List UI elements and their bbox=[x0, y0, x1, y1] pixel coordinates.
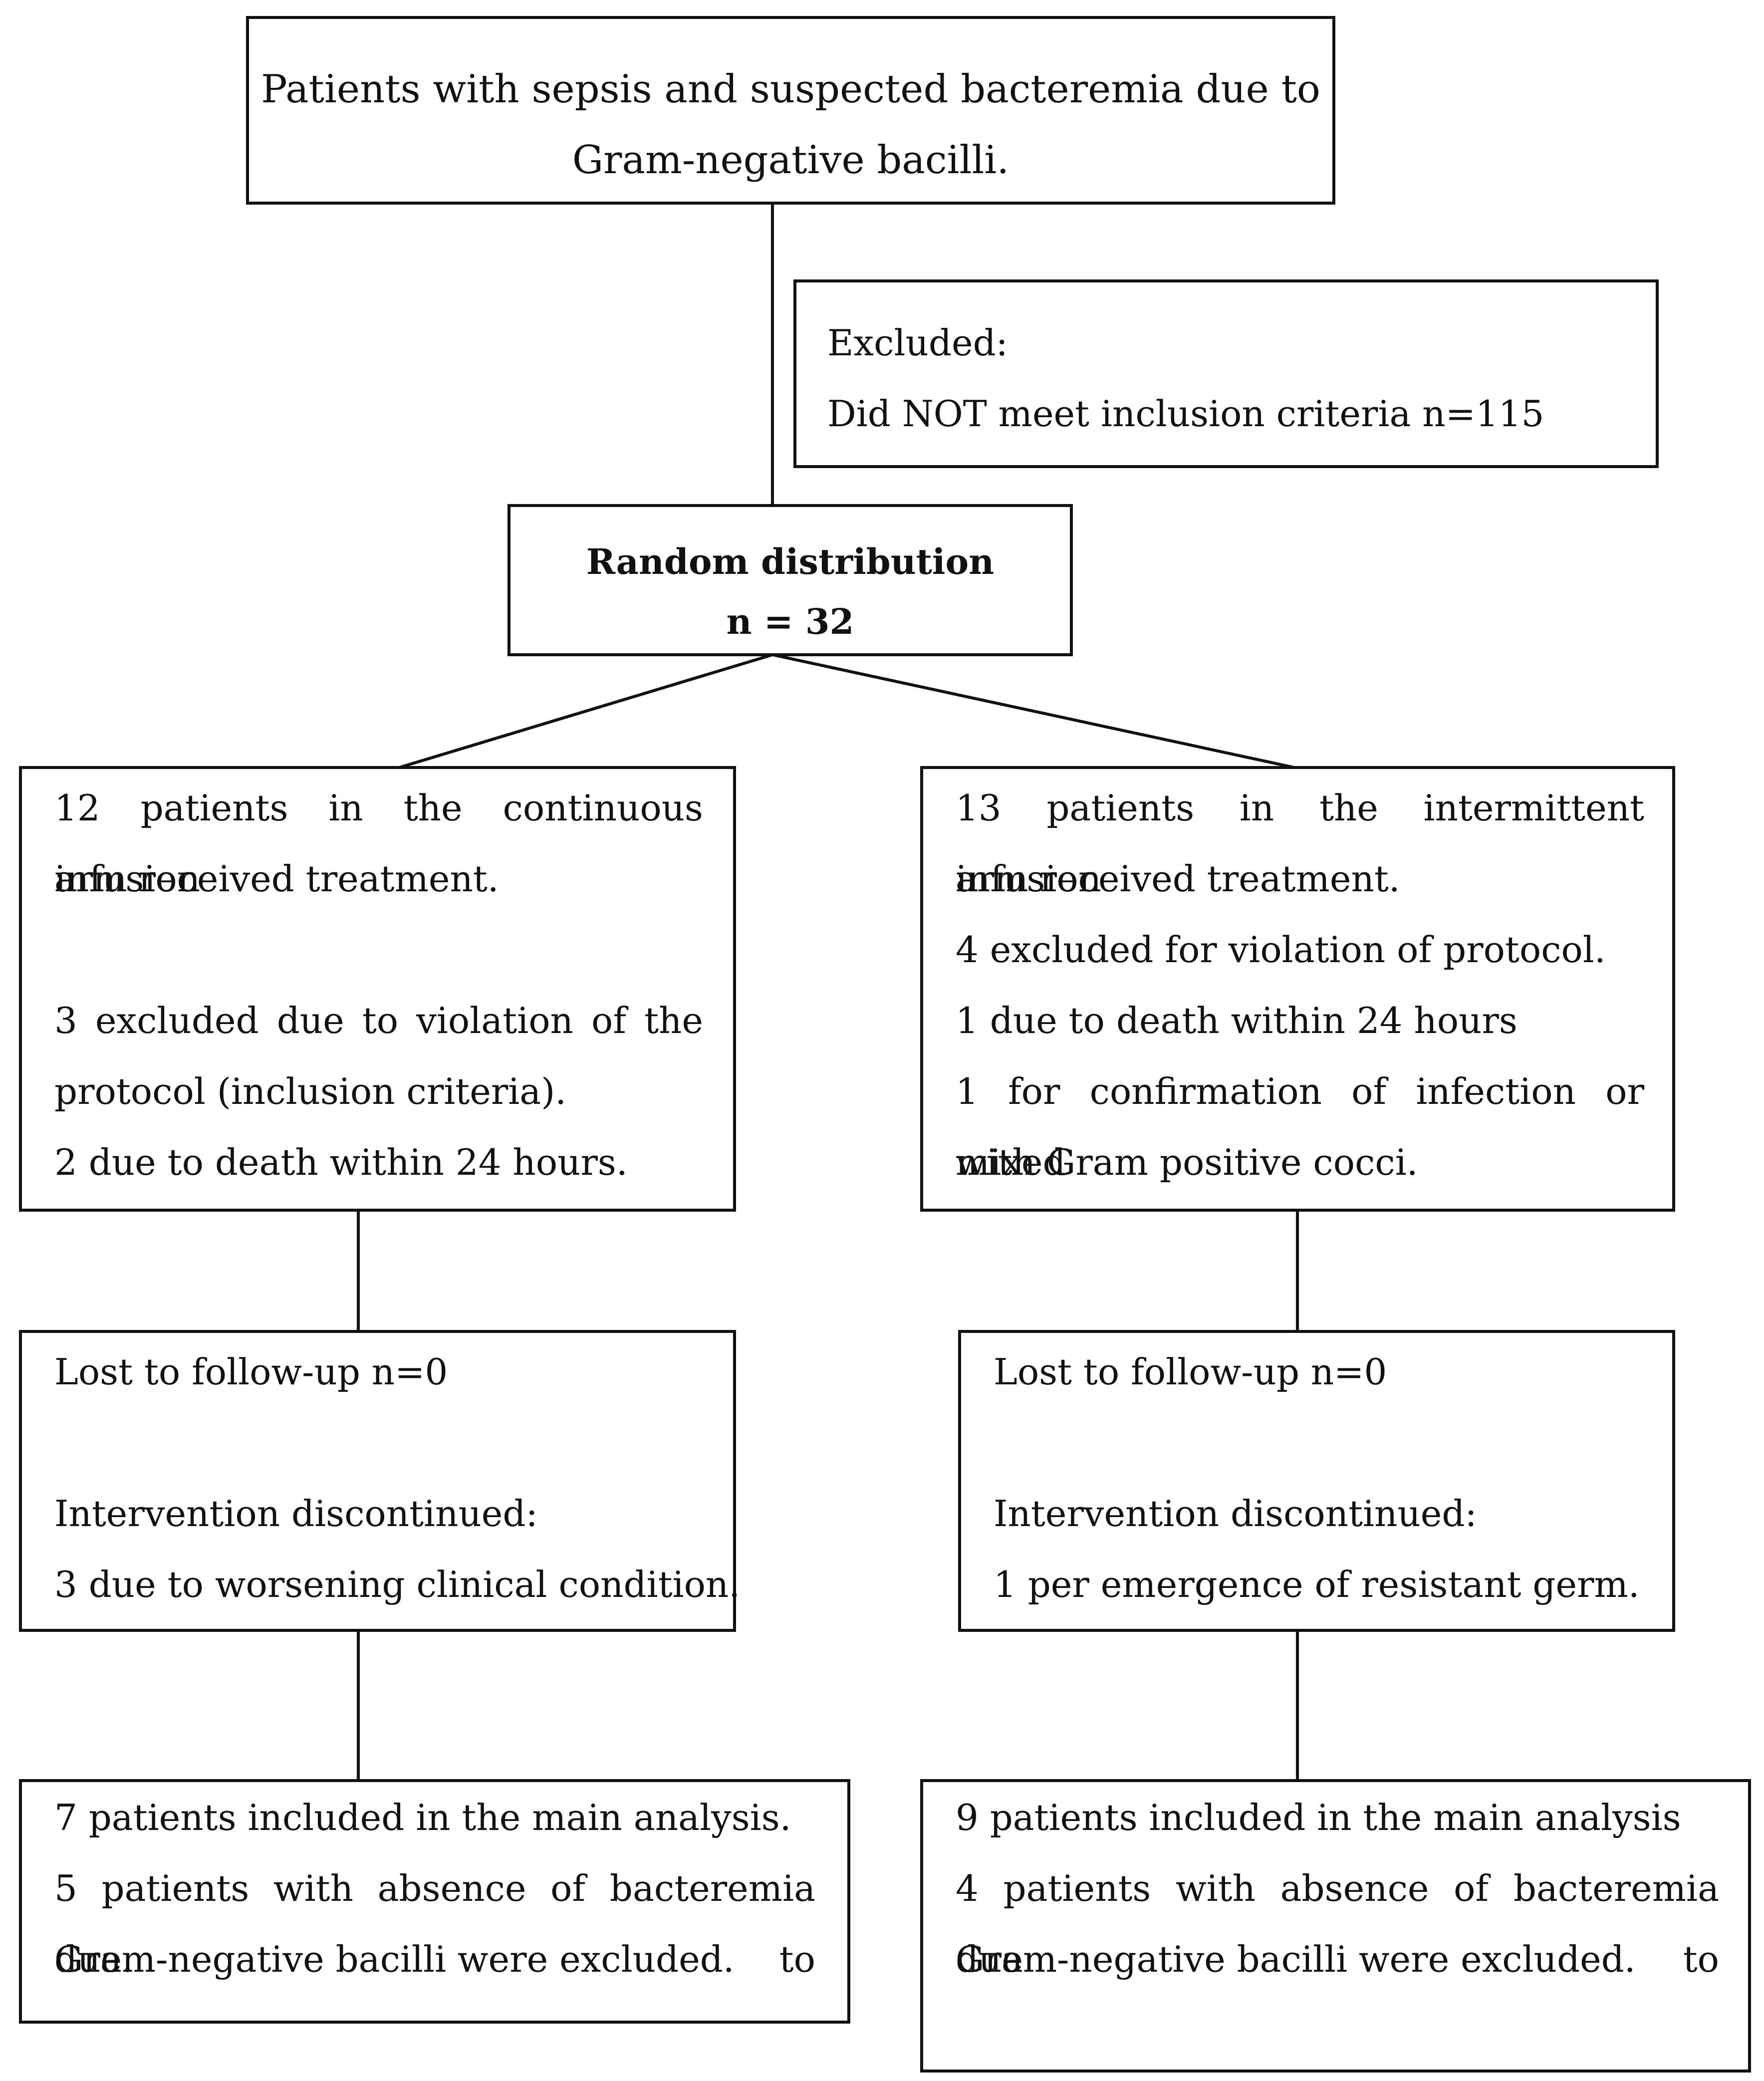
right-analysis-line-2: 4 patients with absence of bacteremia du… bbox=[956, 1867, 1719, 1980]
left-followup-lost: Lost to follow-up n=0 bbox=[54, 1351, 448, 1393]
left-followup-reason: 3 due to worsening clinical condition. bbox=[54, 1563, 741, 1605]
connector-random-to-left bbox=[399, 653, 773, 769]
right-followup-discontinued: Intervention discontinued: bbox=[994, 1493, 1477, 1535]
randomization-count: n = 32 bbox=[726, 601, 854, 642]
enrollment-box: Patients with sepsis and suspected bacte… bbox=[246, 16, 1335, 205]
right-followup-reason: 1 per emergence of resistant germ. bbox=[994, 1563, 1640, 1605]
right-allocation-line-4: 1 due to death within 24 hours bbox=[956, 1000, 1517, 1041]
left-allocation-box: 12 patients in the continuous infusion a… bbox=[19, 766, 736, 1212]
enrollment-line-1: Patients with sepsis and suspected bacte… bbox=[261, 67, 1320, 112]
left-analysis-line-2: 5 patients with absence of bacteremia du… bbox=[54, 1867, 815, 1980]
right-allocation-line-3: 4 excluded for violation of protocol. bbox=[956, 929, 1606, 971]
excluded-box: Excluded: Did NOT meet inclusion criteri… bbox=[793, 279, 1659, 468]
left-followup-box: Lost to follow-up n=0 Intervention disco… bbox=[19, 1330, 740, 1632]
left-allocation-line-2: arm received treatment. bbox=[54, 858, 499, 900]
right-allocation-box: 13 patients in the intermittent infusion… bbox=[920, 766, 1675, 1212]
right-analysis-line-1: 9 patients included in the main analysis bbox=[956, 1797, 1681, 1838]
randomization-title: Random distribution bbox=[586, 541, 995, 582]
right-analysis-line-3: Gram-negative bacilli were excluded. bbox=[956, 1938, 1636, 1980]
left-analysis-box: 7 patients included in the main analysis… bbox=[19, 1779, 850, 2024]
excluded-heading: Excluded: bbox=[827, 322, 1008, 364]
left-allocation-line-6: 2 due to death within 24 hours. bbox=[54, 1141, 628, 1183]
right-allocation-line-5: 1 for confirmation of infection or mixed bbox=[956, 1070, 1644, 1183]
left-analysis-line-1: 7 patients included in the main analysis… bbox=[54, 1797, 791, 1838]
left-allocation-line-1: 12 patients in the continuous infusion bbox=[54, 787, 703, 900]
left-allocation-line-4: 3 excluded due to violation of the bbox=[54, 1000, 703, 1041]
right-allocation-line-6: with Gram positive cocci. bbox=[956, 1141, 1418, 1183]
left-allocation-line-5: protocol (inclusion criteria). bbox=[54, 1070, 567, 1112]
left-analysis-line-3: Gram-negative bacilli were excluded. bbox=[54, 1938, 735, 1980]
right-allocation-line-1: 13 patients in the intermittent infusion bbox=[956, 787, 1644, 900]
connector-random-to-right bbox=[772, 653, 1295, 769]
left-followup-discontinued: Intervention discontinued: bbox=[54, 1493, 538, 1535]
randomization-box: Random distribution n = 32 bbox=[507, 504, 1073, 656]
right-followup-lost: Lost to follow-up n=0 bbox=[994, 1351, 1387, 1393]
right-analysis-box: 9 patients included in the main analysis… bbox=[920, 1779, 1751, 2073]
right-allocation-line-2: arm received treatment. bbox=[956, 858, 1400, 900]
excluded-count: Did NOT meet inclusion criteria n=115 bbox=[827, 393, 1544, 435]
right-followup-box: Lost to follow-up n=0 Intervention disco… bbox=[958, 1330, 1675, 1632]
enrollment-line-2: Gram-negative bacilli. bbox=[572, 138, 1009, 183]
